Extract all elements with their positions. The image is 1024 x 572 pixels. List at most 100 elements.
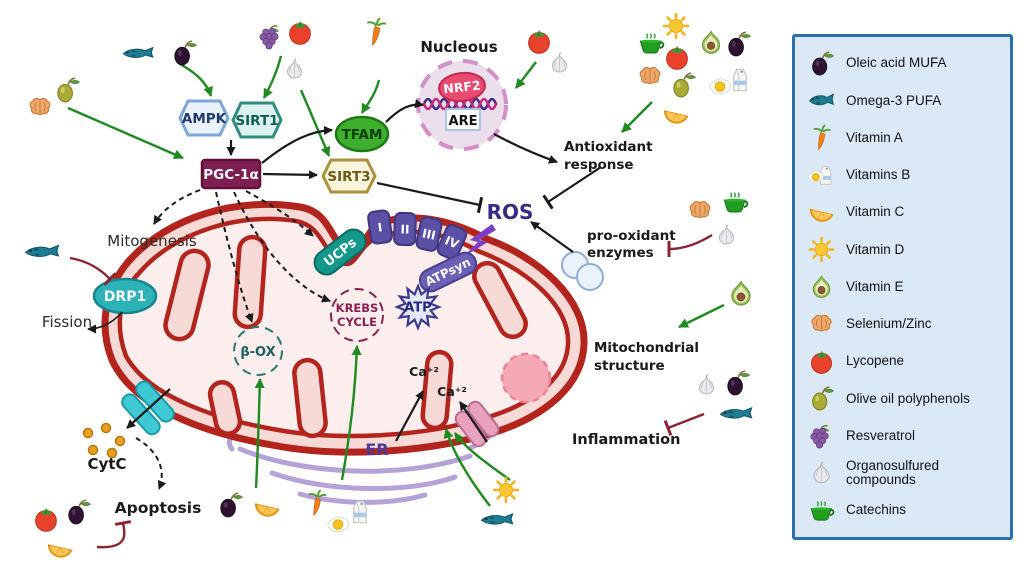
complex-3: III (415, 216, 443, 252)
tomato-icon (807, 347, 836, 376)
arrow-resveratrol-to-sirt1 (262, 55, 283, 99)
svg-text:AMPK: AMPK (182, 111, 227, 127)
krebs-cycle-node: KREBS CYCLE (330, 288, 384, 342)
green-olive-icon (807, 384, 836, 413)
legend-label: Olive oil polyphenols (846, 390, 970, 406)
complex-1: I (367, 209, 393, 245)
legend-label: Selenium/Zinc (846, 316, 932, 332)
inhibit-foods-apoptosis (96, 520, 132, 549)
walnut-icon (807, 310, 836, 339)
mito-structure-label-2: structure (594, 358, 665, 374)
legend-item-omega3: Omega-3 PUFA (807, 84, 1004, 117)
legend-label: Resveratrol (846, 427, 916, 443)
inhibit-foods-inflammation (663, 412, 705, 436)
arrow-pgc1a-to-sirt3 (262, 170, 318, 180)
atp-node: ATP (394, 283, 442, 331)
legend-label: Vitamin C (846, 204, 905, 220)
mito-structure-label-1: Mitochondrial (594, 340, 699, 356)
drp1-node: DRP1 (92, 277, 158, 315)
inhibit-omega3-drp1 (69, 256, 117, 286)
svg-text:β-OX: β-OX (240, 345, 275, 360)
legend-item-vitamin-d: Vitamin D (807, 233, 1004, 266)
er-label: ER (365, 440, 388, 459)
legend-item-resveratrol: Resveratrol (807, 420, 1004, 453)
apoptosis-label: Apoptosis (115, 499, 202, 517)
svg-text:TFAM: TFAM (342, 127, 383, 143)
ros-lightning-icon (462, 224, 496, 258)
legend-item-oleic-acid: Oleic acid MUFA (807, 47, 1004, 80)
sun-icon (807, 235, 836, 264)
svg-text:I: I (377, 220, 383, 234)
inflammation-label: Inflammation (572, 432, 680, 448)
black-olive-icon (807, 49, 836, 78)
text-labels: Nucleous Mitogenesis Fission ROS Antioxi… (42, 38, 699, 517)
legend-item-vitamins-b: Vitamins B (807, 159, 1004, 192)
svg-text:IV: IV (443, 233, 462, 252)
nrf2-node: NRF2 (438, 71, 486, 103)
pgc1a-node: PGC-1α (200, 158, 262, 190)
inhibit-antioxidant-ros (542, 166, 602, 210)
legend-item-vitamin-c: Vitamin C (807, 196, 1004, 229)
prooxidant-label-1: pro-oxidant (587, 228, 676, 244)
ros-label: ROS (487, 200, 534, 224)
legend-item-olive-oil: Olive oil polyphenols (807, 382, 1004, 415)
svg-text:DRP1: DRP1 (104, 289, 146, 305)
arrow-sun-to-calcium (454, 432, 511, 481)
svg-text:III: III (421, 226, 437, 242)
avocado-icon (807, 273, 836, 302)
arrow-cytc-release (126, 388, 171, 429)
mitogenesis-label: Mitogenesis (107, 232, 197, 250)
arrow-pgc1a-to-krebs (233, 191, 331, 303)
arrow-prooxidant-to-ros (530, 221, 574, 253)
arrow-vitb-to-krebs (340, 345, 362, 481)
arrow-tfam-to-nucleus (385, 99, 424, 123)
arrow-pgc1a-to-betaox (215, 191, 254, 323)
fission-label: Fission (42, 313, 92, 331)
legend-label: Vitamins B (846, 167, 911, 183)
svg-text:CYCLE: CYCLE (337, 315, 377, 329)
arrow-avocado-to-structure (678, 303, 725, 329)
arrow-foods-to-antioxidant (621, 101, 653, 133)
inhibition-arrows (69, 233, 713, 549)
legend-label: Omega-3 PUFA (846, 92, 942, 108)
orange-icon (807, 198, 836, 227)
svg-text:ARE: ARE (449, 114, 478, 129)
arrow-cytc-to-apoptosis (135, 437, 167, 490)
are-box: ARE (445, 108, 481, 131)
legend-label: Oleic acid MUFA (846, 55, 947, 71)
black-arrows (87, 99, 602, 443)
arrow-omega3-to-ampk (179, 62, 213, 97)
pro-oxidant-enzymes-icon (561, 251, 604, 291)
activation-arrows (67, 55, 725, 507)
inhibit-garlic-prooxidant (667, 233, 713, 258)
complex-2: II (393, 211, 417, 247)
legend-label: Lycopene (846, 353, 905, 369)
cytc-dots (82, 422, 126, 459)
svg-text:KREBS: KREBS (336, 301, 379, 315)
nucleus-title: Nucleous (420, 38, 497, 56)
carrot-icon (807, 123, 836, 153)
legend-label: Vitamin A (846, 129, 903, 145)
legend-label: Vitamin E (846, 278, 904, 294)
arrow-drp1-to-fission (87, 311, 123, 334)
sirt1-node: SIRT1 (231, 101, 283, 139)
arrow-pgc1a-to-tfam (261, 125, 333, 164)
arrow-er-to-ca-upper (395, 390, 424, 442)
arrow-pgc1a-to-mitogenesis (153, 189, 201, 225)
arrow-fish-to-calcium (443, 428, 491, 507)
legend-item-vitamin-e: Vitamin E (807, 271, 1004, 304)
dashed-arrows (135, 189, 331, 490)
arrow-oliveoil-to-pgc1a (67, 106, 184, 160)
tea-icon (807, 496, 836, 525)
atp-label: ATP (404, 301, 431, 316)
legend-label: Catechins (846, 502, 907, 518)
grapes-icon (807, 422, 836, 451)
arrow-er-to-ca-lower (459, 401, 488, 443)
legend-item-lycopene: Lycopene (807, 345, 1004, 378)
legend-label: Vitamin D (846, 241, 905, 257)
arrow-pgc1a-to-ucps (245, 190, 314, 237)
svg-text:II: II (400, 222, 409, 236)
antioxidant-label-2: response (564, 157, 634, 173)
